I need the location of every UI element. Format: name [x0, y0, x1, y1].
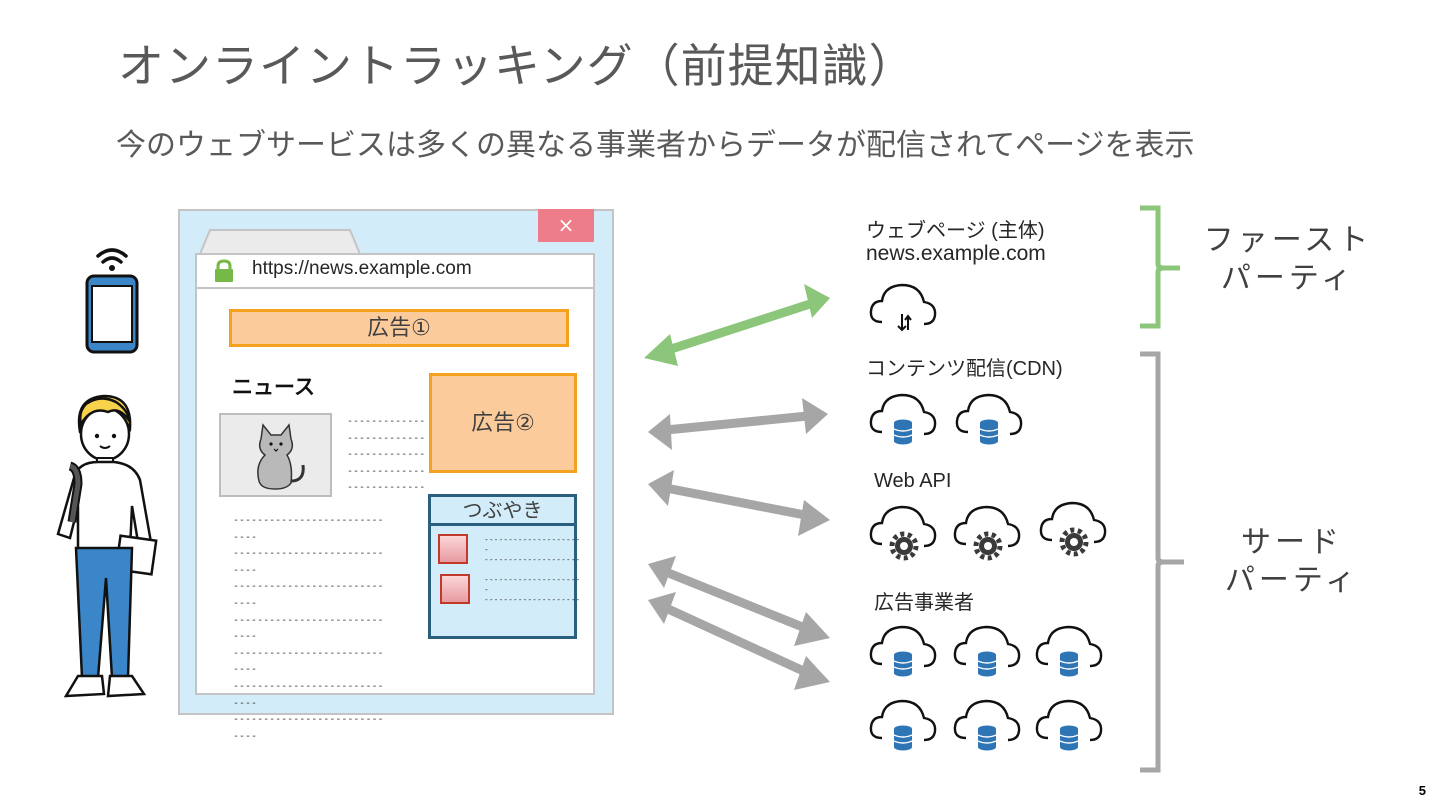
- cloud-sync-icon: [869, 283, 937, 332]
- page-number: 5: [1418, 783, 1426, 798]
- third-party-group-label: サード パーティ: [1224, 525, 1360, 598]
- browser-tab[interactable]: [200, 228, 362, 254]
- cat-icon: [257, 423, 305, 490]
- cloud-gear-icon: [1039, 501, 1107, 554]
- arrow-ads-1: [664, 567, 812, 635]
- group-braces: [1140, 205, 1184, 773]
- news-text-lines-long: ------------------------- ---- ---------…: [233, 515, 384, 742]
- cloud-icons: [869, 283, 1107, 752]
- first-party-brace: [1140, 205, 1180, 329]
- connection-arrows: [644, 284, 830, 690]
- ad-banner-1[interactable]: 広告①: [229, 309, 569, 347]
- tweet-avatar: [440, 574, 470, 604]
- tweet-text-lines: -------------------- - -----------------…: [484, 575, 581, 604]
- smartphone-icon: [85, 248, 139, 354]
- first-party-domain: news.example.com: [866, 242, 1046, 265]
- news-text-lines-short: ------------- ------------- ------------…: [347, 416, 426, 494]
- page-title: オンライントラッキング（前提知識）: [118, 39, 916, 93]
- cloud-database-icon: [869, 625, 937, 678]
- cloud-database-icon: [953, 699, 1021, 752]
- cloud-database-icon: [1035, 699, 1103, 752]
- tweet-avatar: [438, 534, 468, 564]
- news-thumbnail[interactable]: [219, 413, 332, 497]
- cloud-gear-icon: [869, 505, 937, 558]
- arrow-head: [644, 334, 678, 366]
- third-party-brace: [1140, 351, 1184, 773]
- cloud-database-icon: [955, 393, 1023, 446]
- arrow-ads-2: [664, 603, 812, 679]
- first-party-label: ウェブページ (主体): [866, 220, 1045, 242]
- url-text: https://news.example.com: [252, 258, 472, 279]
- address-bar[interactable]: [195, 253, 595, 289]
- ad-banner-2[interactable]: 広告②: [429, 373, 577, 473]
- first-party-group-label: ファースト パーティ: [1203, 223, 1373, 296]
- page-subtitle: 今のウェブサービスは多くの異なる事業者からデータが配信されてページを表示: [116, 128, 1195, 163]
- cloud-database-icon: [869, 393, 937, 446]
- arrow-cdn: [665, 411, 809, 435]
- person-illustration: [56, 394, 158, 698]
- ads-label: 広告事業者: [874, 592, 974, 614]
- cloud-gear-icon: [953, 505, 1021, 558]
- close-button[interactable]: ×: [538, 209, 594, 242]
- cloud-database-icon: [869, 699, 937, 752]
- arrow-api: [665, 483, 811, 521]
- tweet-text-lines: -------------------- - -----------------…: [484, 535, 581, 564]
- news-heading: ニュース: [232, 375, 315, 399]
- cdn-label: コンテンツ配信(CDN): [866, 358, 1063, 380]
- api-label: Web API: [874, 470, 952, 492]
- arrow-first-party: [660, 299, 812, 357]
- tweet-heading: つぶやき: [431, 497, 574, 526]
- tweet-widget[interactable]: つぶやき -------------------- - ------------…: [428, 494, 581, 639]
- cloud-database-icon: [1035, 625, 1103, 678]
- lock-icon: [215, 259, 233, 282]
- arrow-head: [804, 284, 830, 318]
- cloud-database-icon: [953, 625, 1021, 678]
